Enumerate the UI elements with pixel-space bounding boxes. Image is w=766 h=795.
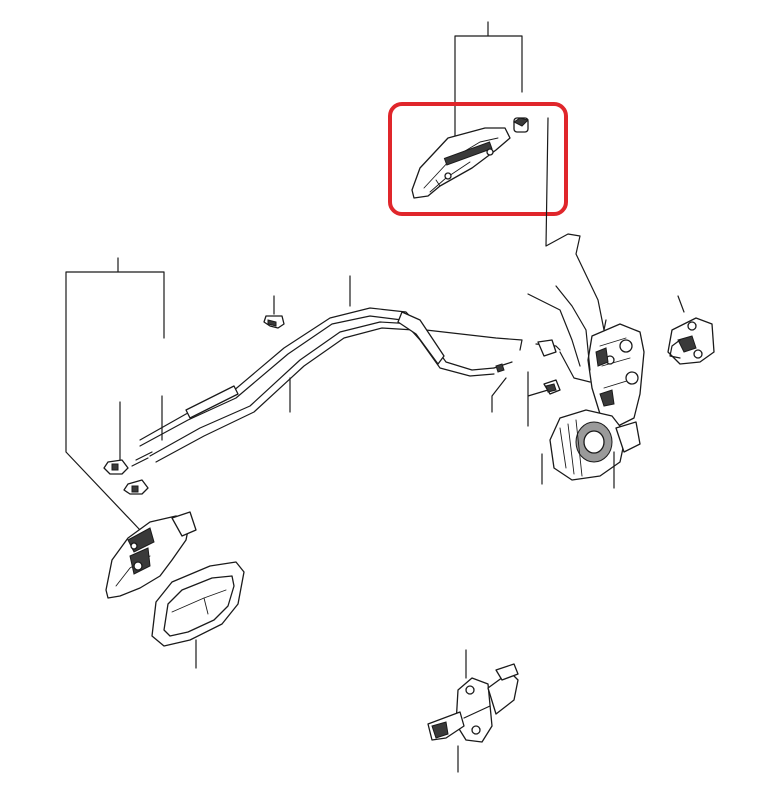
leader-cable	[289, 275, 351, 413]
latch-screw[interactable]	[543, 379, 561, 395]
handle-nut[interactable]	[513, 117, 529, 133]
door-check-strap[interactable]	[427, 663, 519, 743]
inside-door-handle[interactable]	[105, 511, 197, 599]
door-latch-assembly[interactable]	[587, 319, 645, 449]
cable-clip[interactable]	[263, 295, 285, 329]
lock-linkage-rods[interactable]	[527, 285, 591, 383]
leader-inside-handle-group	[65, 257, 165, 531]
leader-door-check	[457, 649, 467, 773]
inside-handle-bezel[interactable]	[151, 561, 245, 647]
lock-cable-assembly[interactable]	[131, 307, 523, 467]
cable-end-clip-1[interactable]	[103, 459, 129, 475]
outside-door-handle[interactable]	[411, 127, 511, 199]
leader-latch	[491, 371, 615, 489]
leader-striker	[677, 295, 685, 313]
highlight-box	[388, 102, 568, 216]
lock-actuator-motor[interactable]	[549, 409, 641, 481]
door-striker[interactable]	[667, 317, 715, 365]
cable-end-clip-2[interactable]	[123, 479, 149, 495]
outside-handle-rod[interactable]	[545, 117, 605, 331]
leader-outside-handle-group	[454, 21, 523, 151]
